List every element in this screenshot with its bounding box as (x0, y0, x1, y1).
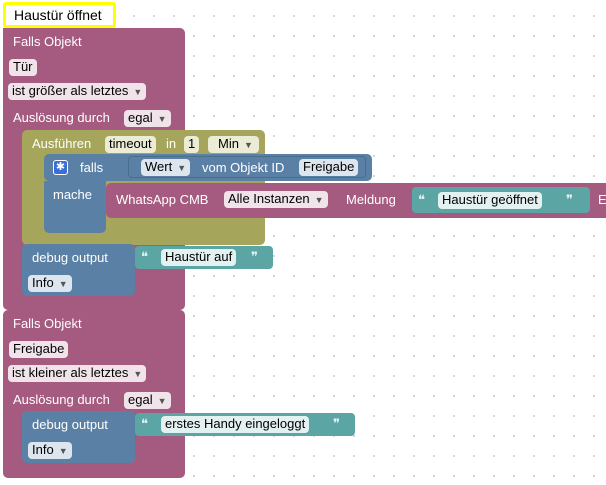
whatsapp-instance-dropdown[interactable]: Alle Instanzen ▼ (224, 191, 328, 208)
quote-close-icon: ❞ (333, 416, 340, 431)
debug1-text-field[interactable]: Haustür auf (161, 249, 237, 266)
trigger-object-id-field[interactable]: Tür (9, 59, 37, 76)
timeout-unit-value: Min (218, 136, 239, 151)
trigger2-ausloesung-dropdown[interactable]: egal ▼ (124, 392, 171, 409)
gear-icon[interactable]: ✱ (53, 160, 68, 175)
dropdown-arrow-icon: ▼ (157, 396, 167, 406)
debug2-text-block[interactable]: ❝ erstes Handy eingeloggt ❞ (135, 413, 355, 436)
dropdown-arrow-icon: ▼ (177, 163, 187, 173)
debug2-label: debug output (32, 417, 108, 432)
trigger-falls-objekt-label: Falls Objekt (13, 34, 82, 49)
dropdown-arrow-icon: ▼ (243, 140, 253, 150)
trigger-condition-dropdown[interactable]: ist größer als letztes ▼ (8, 83, 147, 100)
trigger-ausloesung-label: Auslösung durch (13, 110, 110, 125)
if-block[interactable]: ✱ falls Wert ▼ vom Objekt ID Freigabe (44, 154, 372, 181)
timeout-ausfuehren-label: Ausführen (32, 136, 92, 151)
whatsapp-label: WhatsApp CMB (116, 192, 209, 207)
dropdown-arrow-icon: ▼ (133, 87, 143, 97)
quote-close-icon: ❞ (251, 249, 258, 264)
quote-open-icon: ❝ (141, 249, 148, 264)
quote-open-icon: ❝ (141, 416, 148, 431)
debug-output-block-2[interactable]: debug output Info ▼ (22, 411, 135, 463)
debug2-text-field[interactable]: erstes Handy eingeloggt (161, 416, 310, 433)
trigger2-condition-dropdown[interactable]: ist kleiner als letztes ▼ (8, 365, 147, 382)
trigger2-condition-value: ist kleiner als letztes (12, 365, 129, 380)
trigger2-ausloesung-value: egal (128, 392, 153, 407)
whatsapp-instance-value: Alle Instanzen (228, 191, 310, 206)
script-title-label: Haustür öffnet (14, 7, 102, 23)
whatsapp-block[interactable]: WhatsApp CMB Alle Instanzen ▼ Meldung ❝ H… (106, 183, 606, 218)
script-title-hat[interactable]: Haustür öffnet (3, 2, 116, 28)
debug2-level-value: Info (32, 442, 54, 457)
timeout-variable-field[interactable]: timeout (105, 136, 156, 153)
whatsapp-message-text-block[interactable]: ❝ Haustür geöffnet ❞ (412, 187, 590, 213)
trigger2-object-id-field[interactable]: Freigabe (9, 341, 69, 358)
timeout-unit-dropdown[interactable]: Min ▼ (208, 136, 259, 153)
trigger-ausloesung-value: egal (128, 110, 153, 125)
trigger2-falls-objekt-label: Falls Objekt (13, 316, 82, 331)
debug1-level-value: Info (32, 275, 54, 290)
dropdown-arrow-icon: ▼ (58, 279, 68, 289)
if-object-id-field[interactable]: Freigabe (299, 159, 359, 176)
quote-open-icon: ❝ (418, 192, 425, 207)
debug1-text-block[interactable]: ❝ Haustür auf ❞ (135, 246, 273, 269)
whatsapp-overflow-label: E (598, 192, 606, 207)
trigger-ausloesung-dropdown[interactable]: egal ▼ (124, 110, 171, 127)
trigger2-ausloesung-label: Auslösung durch (13, 392, 110, 407)
debug1-label: debug output (32, 250, 108, 265)
dropdown-arrow-icon: ▼ (58, 446, 68, 456)
trigger-condition-value: ist größer als letztes (12, 83, 129, 98)
wert-dropdown[interactable]: Wert ▼ (141, 159, 191, 176)
if-mache-label: mache (53, 187, 93, 202)
debug2-level-dropdown[interactable]: Info ▼ (28, 442, 72, 459)
dropdown-arrow-icon: ▼ (314, 195, 324, 205)
debug1-level-dropdown[interactable]: Info ▼ (28, 275, 72, 292)
if-block-body-bar: mache (44, 181, 106, 233)
dropdown-arrow-icon: ▼ (157, 114, 167, 124)
quote-close-icon: ❞ (566, 192, 573, 207)
timeout-in-label: in (166, 136, 177, 151)
debug-output-block-1[interactable]: debug output Info ▼ (22, 244, 135, 296)
whatsapp-message-field[interactable]: Haustür geöffnet (438, 192, 542, 209)
wert-value: Wert (145, 159, 173, 174)
whatsapp-meldung-label: Meldung (346, 192, 396, 207)
timeout-amount-field[interactable]: 1 (184, 136, 200, 153)
dropdown-arrow-icon: ▼ (133, 369, 143, 379)
if-falls-label: falls (80, 160, 104, 175)
vom-objekt-label: vom Objekt ID (202, 160, 285, 175)
